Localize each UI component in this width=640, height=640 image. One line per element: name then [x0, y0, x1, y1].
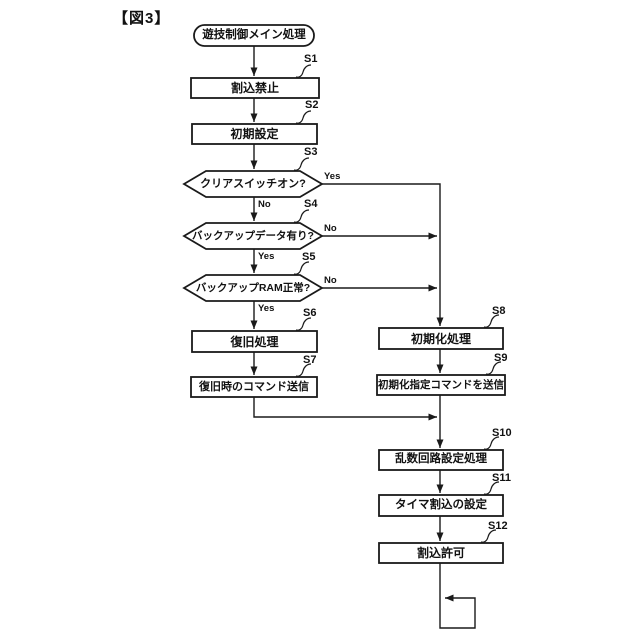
s5-no-label: No [324, 275, 337, 286]
s4-decision-shape [182, 222, 324, 250]
start-terminator-label: 遊技制御メイン処理 [202, 28, 306, 41]
s6-label: 復旧処理 [230, 334, 279, 349]
edge-endless-loop [439, 563, 476, 629]
s3-no-label: No [258, 199, 271, 210]
s2-ref: S2 [305, 99, 319, 111]
s9-ref-leader [485, 361, 502, 375]
s2-process-shape [191, 123, 318, 145]
s4-yes-label: Yes [258, 251, 275, 262]
s9-ref: S9 [494, 352, 508, 364]
s9-label: 初期化指定コマンドを送信 [378, 378, 504, 391]
s3-ref: S3 [304, 146, 318, 158]
s9-process-shape [376, 374, 506, 396]
s12-ref: S12 [488, 520, 508, 532]
s8-ref: S8 [492, 305, 506, 317]
s7-ref: S7 [303, 354, 317, 366]
s7-label: 復旧時のコマンド送信 [199, 380, 309, 393]
start-terminator-shape [193, 24, 315, 47]
s5-ref-leader [293, 261, 310, 275]
s10-process-shape [378, 449, 504, 471]
s7-ref-leader [295, 363, 312, 377]
s5-decision-shape [182, 274, 324, 302]
figure-label: 【図3】 [113, 10, 171, 27]
edge-s7-merge [253, 397, 437, 421]
s1-process-shape [190, 77, 320, 99]
s10-ref-leader [483, 436, 500, 450]
s8-process-shape [378, 327, 504, 350]
s1-ref: S1 [304, 53, 318, 65]
s12-ref-leader [480, 529, 497, 543]
s8-ref-leader [483, 314, 500, 328]
s5-yes-label: Yes [258, 303, 275, 314]
s1-label: 割込禁止 [230, 81, 279, 95]
s7-process-shape [190, 376, 318, 398]
s3-ref-leader [293, 157, 310, 171]
s2-label: 初期設定 [230, 127, 279, 141]
s4-ref-leader [293, 209, 310, 223]
s2-ref-leader [295, 110, 312, 124]
edge-s3-yes-s8 [322, 183, 444, 326]
s5-ref: S5 [302, 251, 316, 263]
s11-process-shape [378, 494, 504, 517]
s4-ref: S4 [304, 198, 318, 210]
s4-no-label: No [324, 223, 337, 234]
s5-label: バックアップRAM正常? [195, 281, 311, 294]
s8-label: 初期化処理 [410, 331, 471, 346]
s3-decision-shape [182, 170, 324, 198]
s11-ref-leader [483, 481, 500, 495]
s6-ref-leader [295, 317, 312, 331]
s10-label: 乱数回路設定処理 [395, 453, 487, 466]
s12-label: 割込許可 [416, 546, 465, 560]
s3-label: クリアスイッチオン? [200, 177, 306, 190]
s6-ref: S6 [303, 307, 317, 319]
s11-label: タイマ割込の設定 [395, 498, 487, 511]
s3-yes-label: Yes [324, 171, 341, 182]
s11-ref: S11 [492, 472, 511, 484]
s12-process-shape [378, 542, 504, 564]
s6-process-shape [191, 330, 318, 353]
s4-label: バックアップデータ有り? [192, 229, 314, 242]
s1-ref-leader [295, 64, 312, 78]
s10-ref: S10 [492, 427, 512, 439]
